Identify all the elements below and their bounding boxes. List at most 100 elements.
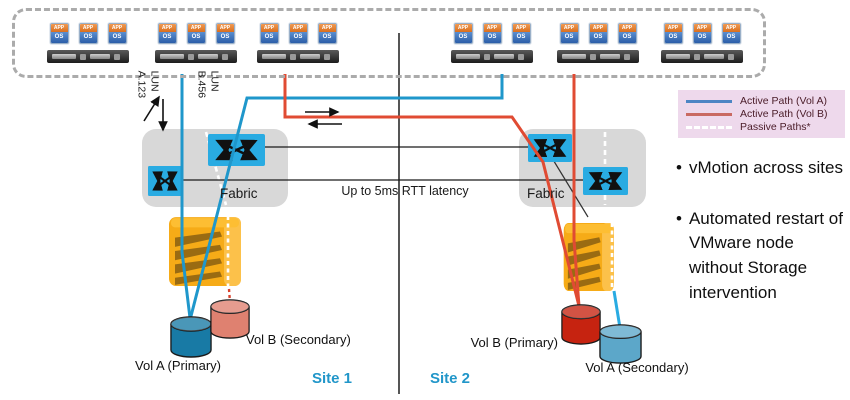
- vol-b-secondary-label: Vol B (Secondary): [246, 332, 351, 347]
- vm-app-label: APP: [454, 24, 472, 33]
- vm-app-label: APP: [483, 24, 501, 33]
- server-chip: [290, 53, 296, 60]
- vm-os-label: OS: [693, 32, 711, 43]
- vm-icon: APP OS: [559, 23, 579, 44]
- vm-app-label: APP: [722, 24, 740, 33]
- vm-row: APP OS APP OS APP OS: [157, 23, 235, 44]
- server-slot: [300, 54, 320, 59]
- san-switch-icon: [208, 134, 265, 166]
- server-slot: [562, 54, 586, 59]
- server-slot: [198, 54, 218, 59]
- stretched-cluster-box: APP OS APP OS APP OS: [12, 8, 766, 78]
- vm-app-label: APP: [108, 24, 126, 33]
- vm-icon: APP OS: [617, 23, 637, 44]
- lun-b-label: LUN B.456: [195, 70, 221, 135]
- vol-a-secondary-cylinder-icon: [599, 324, 642, 364]
- passive-path-line-icon: [686, 125, 732, 129]
- server-chip: [484, 53, 490, 60]
- server-icon: [557, 50, 639, 63]
- vm-os-label: OS: [512, 32, 530, 43]
- fabric-left-box: [142, 129, 288, 207]
- server-slot: [494, 54, 514, 59]
- server-slot: [52, 54, 76, 59]
- active-path-a-line-icon: [686, 99, 732, 103]
- server-chip: [188, 53, 194, 60]
- vol-a-primary-cylinder-icon: [170, 316, 212, 358]
- server-chip: [222, 53, 228, 60]
- vm-app-label: APP: [216, 24, 234, 33]
- server-chip: [590, 53, 596, 60]
- path-to-vol-a-secondary: [612, 290, 622, 329]
- active-path-vol-b-local: [572, 74, 581, 307]
- fabric-left-label: Fabric: [220, 186, 258, 201]
- server-group: APP OS APP OS APP OS: [555, 23, 641, 63]
- feature-bullets: vMotion across sites Automated restart o…: [676, 156, 850, 331]
- san-switch-icon: [583, 167, 628, 195]
- server-group: APP OS APP OS APP OS: [449, 23, 535, 63]
- vm-icon: APP OS: [186, 23, 206, 44]
- server-chip: [624, 53, 630, 60]
- fabric-right-label: Fabric: [527, 186, 565, 201]
- vm-os-label: OS: [318, 32, 336, 43]
- vm-os-label: OS: [79, 32, 97, 43]
- vm-app-label: APP: [79, 24, 97, 33]
- vm-app-label: APP: [560, 24, 578, 33]
- server-chip: [80, 53, 86, 60]
- lun-a-line2: A.123: [136, 70, 148, 99]
- legend-active-b-label: Active Path (Vol B): [740, 108, 828, 120]
- server-icon: [47, 50, 129, 63]
- vm-os-label: OS: [158, 32, 176, 43]
- san-switch-icon: [528, 134, 572, 162]
- server-chip: [728, 53, 734, 60]
- vm-os-label: OS: [560, 32, 578, 43]
- vm-row: APP OS APP OS APP OS: [453, 23, 531, 44]
- server-icon: [451, 50, 533, 63]
- vm-icon: APP OS: [663, 23, 683, 44]
- server-slot: [160, 54, 184, 59]
- vm-app-label: APP: [187, 24, 205, 33]
- legend-row-passive: Passive Paths*: [686, 121, 837, 133]
- legend-passive-label: Passive Paths*: [740, 121, 811, 133]
- vm-os-label: OS: [289, 32, 307, 43]
- lun-a-label: LUN A.123: [135, 70, 161, 135]
- lun-a-line1: LUN: [148, 70, 161, 92]
- vm-os-label: OS: [50, 32, 68, 43]
- vm-app-label: APP: [260, 24, 278, 33]
- vm-icon: APP OS: [721, 23, 741, 44]
- vm-row: APP OS APP OS APP OS: [663, 23, 741, 44]
- server-slot: [262, 54, 286, 59]
- vm-app-label: APP: [289, 24, 307, 33]
- server-slot: [600, 54, 620, 59]
- server-slot: [666, 54, 690, 59]
- vm-icon: APP OS: [78, 23, 98, 44]
- server-group: APP OS APP OS APP OS: [45, 23, 131, 63]
- vm-icon: APP OS: [588, 23, 608, 44]
- lun-b-line2: B.456: [196, 70, 208, 99]
- legend-row-active-b: Active Path (Vol B): [686, 108, 837, 120]
- vm-app-label: APP: [664, 24, 682, 33]
- vol-b-primary-label: Vol B (Primary): [470, 335, 558, 350]
- path-legend: Active Path (Vol A) Active Path (Vol B) …: [678, 90, 845, 138]
- vm-row: APP OS APP OS APP OS: [559, 23, 637, 44]
- active-path-b-line-icon: [686, 112, 732, 116]
- storage-array-icon-site2: [563, 223, 614, 291]
- vol-a-primary-label: Vol A (Primary): [135, 358, 221, 373]
- vm-app-label: APP: [589, 24, 607, 33]
- server-icon: [661, 50, 743, 63]
- server-chip: [518, 53, 524, 60]
- vm-app-label: APP: [318, 24, 336, 33]
- server-slot: [704, 54, 724, 59]
- vm-icon: APP OS: [259, 23, 279, 44]
- server-group: APP OS APP OS APP OS: [255, 23, 341, 63]
- vm-row: APP OS APP OS APP OS: [259, 23, 337, 44]
- passive-path-to-vol-b-secondary: [227, 288, 232, 304]
- bullet-automated-restart: Automated restart of VMware node without…: [676, 207, 850, 306]
- server-group: APP OS APP OS APP OS: [153, 23, 239, 63]
- server-slot: [456, 54, 480, 59]
- vm-os-label: OS: [216, 32, 234, 43]
- server-icon: [155, 50, 237, 63]
- vm-app-label: APP: [512, 24, 530, 33]
- site2-label: Site 2: [430, 370, 471, 387]
- vm-app-label: APP: [158, 24, 176, 33]
